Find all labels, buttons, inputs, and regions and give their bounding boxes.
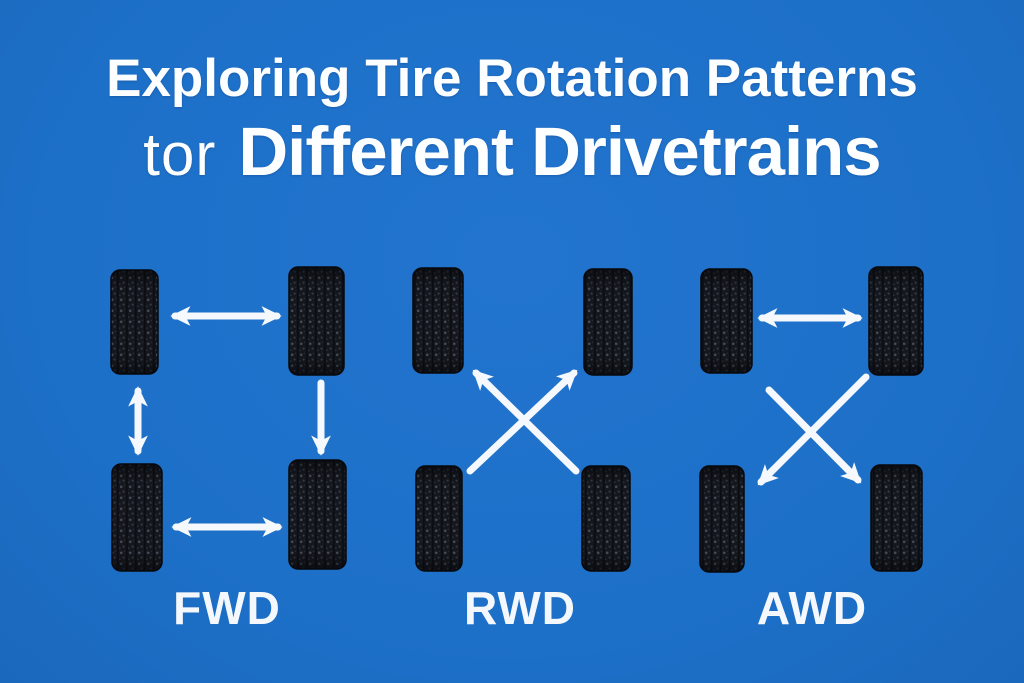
fwd-rear-left-tire: [111, 463, 163, 572]
awd-front-left-tire: [700, 268, 753, 374]
rwd-front-right-tire: [583, 268, 633, 376]
title-line-1: Exploring Tire Rotation Patterns: [106, 49, 918, 108]
awd-label: AWD: [757, 582, 867, 634]
fwd-front-left-tire: [110, 269, 159, 375]
fwd-diagram: FWD: [110, 266, 347, 634]
awd-cross-arrow-to-rear-left: [757, 373, 870, 486]
awd-rear-left-tire: [699, 465, 745, 573]
rwd-front-left-tire: [412, 267, 464, 374]
title-line-2-main: Different Drivetrains: [238, 113, 881, 190]
awd-cross-arrow-to-rear-right: [765, 386, 862, 484]
fwd-rear-right-tire: [288, 459, 347, 570]
rwd-cross-arrow-to-front-right: [466, 369, 578, 475]
rwd-diagram: RWD: [412, 267, 633, 634]
awd-diagram: AWD: [699, 266, 924, 634]
rwd-rear-right-tire: [581, 465, 631, 572]
rwd-label: RWD: [464, 582, 576, 634]
title-line-2-prefix: tor: [143, 121, 217, 188]
fwd-front-right-tire: [288, 266, 345, 376]
rwd-rear-left-tire: [415, 465, 463, 572]
awd-rear-right-tire: [870, 464, 923, 572]
awd-front-right-tire: [868, 266, 924, 376]
fwd-label: FWD: [173, 582, 281, 634]
